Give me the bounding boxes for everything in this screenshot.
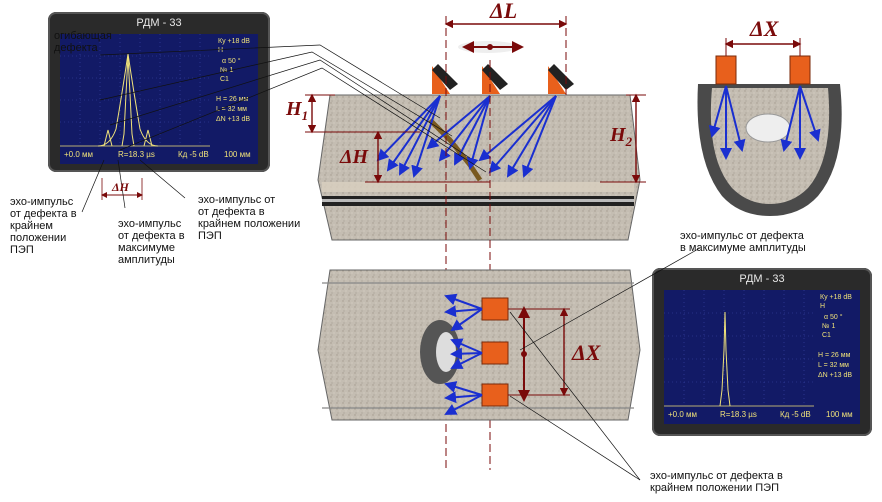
beams-cross bbox=[708, 85, 821, 160]
beams-top bbox=[376, 95, 557, 178]
h2-sub: 2 bbox=[625, 134, 633, 149]
plate-plan-view bbox=[317, 269, 641, 421]
a-scan-grid bbox=[664, 290, 814, 407]
device-title: РДМ - 33 bbox=[136, 17, 182, 29]
footer-time: R=18.3 µs bbox=[118, 150, 155, 159]
device-screen: Ку +18 dB Н α 50 ° № 1 С1 H = 26 мм L = … bbox=[664, 290, 860, 424]
probe-num-readout: № 1 bbox=[822, 323, 836, 330]
device-title: РДМ - 33 bbox=[739, 273, 785, 285]
h1-sub: 1 bbox=[301, 108, 309, 123]
probe-3 bbox=[548, 64, 574, 94]
mode-readout: Н bbox=[218, 47, 224, 54]
angle-readout: α 50 ° bbox=[222, 58, 241, 65]
label-delta-x-top: ΔX bbox=[750, 16, 779, 41]
label-delta-x-mid: ΔX bbox=[572, 340, 601, 365]
label-echo-max-bottom: эхо-импульс от дефекта в максимуме ампли… bbox=[680, 230, 806, 254]
depth-readout: H = 26 мм bbox=[216, 96, 249, 103]
label-h2: H2 bbox=[610, 124, 632, 150]
device-screen: Ку +18 dB Н α 50 ° № 1 С1 H = 26 мм L = … bbox=[60, 34, 258, 164]
depth-readout: H = 26 мм bbox=[818, 352, 851, 359]
cross-section-view bbox=[697, 84, 842, 216]
label-echo-extreme-left: эхо-импульс от дефекта в крайнем положен… bbox=[10, 196, 77, 256]
gain-readout: Ку +18 dB bbox=[820, 294, 852, 301]
label-echo-max-center: эхо-импульс от дефекта в максимуме ампли… bbox=[118, 218, 185, 266]
h1-dimension bbox=[305, 93, 420, 134]
angle-readout: α 50 ° bbox=[824, 314, 843, 321]
label-delta-l: ΔL bbox=[490, 0, 518, 23]
channel-readout: С1 bbox=[822, 332, 831, 339]
echo-pulse-right bbox=[143, 129, 153, 147]
footer-kd: Кд -5 dB bbox=[178, 150, 209, 159]
label-h1: H1 bbox=[286, 98, 308, 124]
delta-x-top-dimension bbox=[724, 38, 802, 56]
footer-kd: Кд -5 dB bbox=[780, 410, 811, 419]
dn-readout: ΔN +13 dB bbox=[818, 372, 853, 379]
distance-readout: L = 32 мм bbox=[818, 362, 849, 369]
h2-dimension bbox=[600, 93, 646, 184]
gain-readout: Ку +18 dB bbox=[218, 38, 250, 45]
scan-direction-arrow-top bbox=[458, 41, 524, 53]
leader-lines-labels bbox=[81, 159, 186, 213]
cross-probes bbox=[715, 55, 811, 85]
label-echo-extreme-right: эхо-импульс от от дефекта в крайнем поло… bbox=[198, 194, 301, 242]
probe-1 bbox=[432, 64, 458, 94]
mode-readout: Н bbox=[820, 303, 826, 310]
a-scan-grid bbox=[60, 34, 210, 147]
plan-probes bbox=[481, 297, 509, 407]
footer-range: 100 мм bbox=[224, 150, 251, 159]
echo-pulse-left bbox=[103, 129, 113, 147]
channel-readout: С1 bbox=[220, 76, 229, 83]
leader-lines-top bbox=[99, 44, 487, 173]
footer-range: 100 мм bbox=[826, 410, 853, 419]
label-envelope: огибающая дефекта bbox=[54, 30, 112, 54]
scan-direction-arrow-plan bbox=[518, 306, 530, 402]
footer-offset: +0.0 мм bbox=[668, 410, 698, 419]
delta-x-mid-dimension bbox=[508, 307, 570, 397]
delta-h-dimension bbox=[365, 130, 490, 184]
flaw-detector-top: РДМ - 33 Ку +18 dB Н α 50 ° № 1 С1 H = 2… bbox=[48, 12, 270, 172]
label-delta-h-small: ΔH bbox=[112, 180, 129, 194]
flaw-detector-bottom: РДМ - 33 Ку +18 dB Н α 50 ° № 1 С1 H = 2… bbox=[652, 268, 872, 436]
leader-lines-bottom bbox=[509, 247, 701, 481]
footer-offset: +0.0 мм bbox=[64, 150, 94, 159]
beams-plan bbox=[444, 293, 483, 415]
echo-pulse-max bbox=[121, 55, 135, 147]
label-delta-h: ΔH bbox=[340, 146, 369, 168]
distance-readout: L = 32 мм bbox=[216, 106, 247, 113]
echo-pulse-max bbox=[719, 311, 731, 407]
label-echo-extreme-bottom: эхо-импульс от дефекта в крайнем положен… bbox=[650, 470, 783, 494]
h1-main: H bbox=[286, 98, 302, 120]
delta-h-small-marker bbox=[101, 178, 143, 200]
probe-2 bbox=[482, 64, 508, 94]
probe-num-readout: № 1 bbox=[220, 67, 234, 74]
footer-time: R=18.3 µs bbox=[720, 410, 757, 419]
dn-readout: ΔN +13 dB bbox=[216, 116, 251, 123]
h2-main: H bbox=[610, 124, 626, 146]
